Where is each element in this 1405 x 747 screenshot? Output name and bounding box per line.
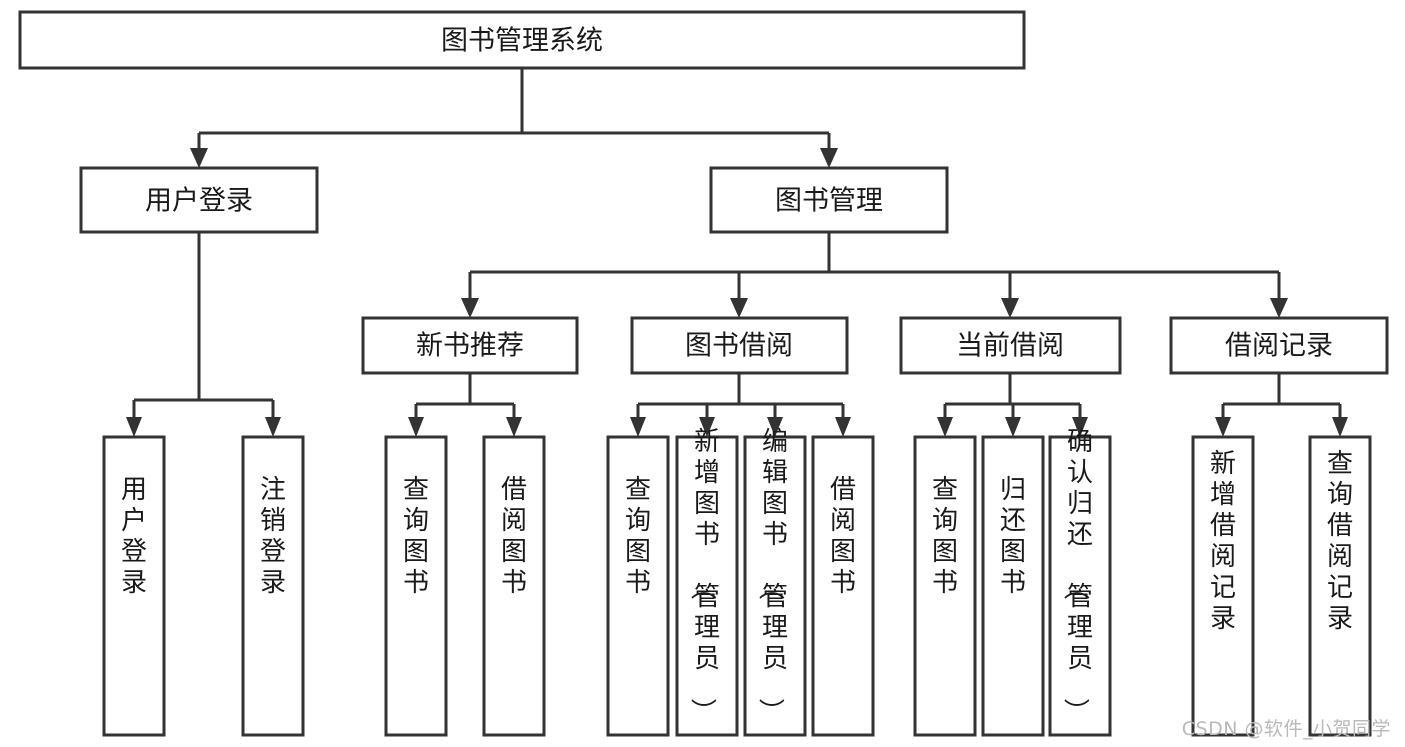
node-current[interactable]: 当前借阅 (899, 316, 1122, 375)
node-newbook-label: 新书推荐 (416, 331, 524, 362)
arrow-current-b3-icon (1072, 417, 1088, 437)
node-leaf-user-logout-label: 注销登录 (260, 475, 286, 598)
node-record[interactable]: 借阅记录 (1169, 316, 1389, 375)
node-leaf-query-record-box[interactable] (1308, 435, 1372, 737)
node-leaf-query-book-3-box[interactable] (913, 435, 977, 737)
node-leaf-confirm-return-box[interactable] (1048, 435, 1112, 737)
node-leaf-user-login[interactable]: 用户登录 (102, 435, 166, 737)
csdn-watermark: CSDN @软件_小贺同学 (1181, 718, 1391, 740)
node-leaf-add-book[interactable]: 新增图书（管理员） (675, 427, 739, 737)
node-leaf-user-login-box[interactable] (102, 435, 166, 737)
node-leaf-query-record-label: 查询借阅记录 (1327, 449, 1353, 634)
node-leaf-borrow-book-2-label: 借阅图书 (830, 475, 856, 598)
node-leaf-query-book-1-box[interactable] (384, 435, 448, 737)
node-current-label: 当前借阅 (956, 331, 1064, 362)
node-leaf-query-book-3-label: 查询图书 (932, 475, 958, 598)
node-leaf-add-record-box[interactable] (1191, 435, 1255, 737)
node-borrow[interactable]: 图书借阅 (630, 316, 849, 375)
arrow-current-b1-icon (937, 417, 953, 437)
node-newbook[interactable]: 新书推荐 (361, 316, 579, 375)
arrow-borrow-b2-icon (699, 417, 715, 437)
arrow-root-to-bookmgmt-icon (820, 148, 838, 168)
node-leaf-confirm-return[interactable]: 确认归还（管理员） (1048, 427, 1112, 737)
node-record-box[interactable] (1169, 316, 1389, 375)
arrow-newbook-b2-icon (506, 417, 522, 437)
edge-group-root (190, 68, 838, 168)
node-login-label: 用户登录 (145, 186, 253, 217)
node-leaf-borrow-book-1-label: 借阅图书 (501, 475, 527, 598)
node-leaf-query-book-2[interactable]: 查询图书 (606, 435, 670, 737)
node-leaf-edit-book[interactable]: 编辑图书（管理员） (743, 427, 807, 737)
node-leaf-add-book-label: 新增图书（管理员） (687, 427, 720, 724)
node-bookmgmt-label: 图书管理 (775, 186, 883, 217)
arrow-borrow-b3-icon (767, 417, 783, 437)
arrow-bookmgmt-c4-icon (1270, 298, 1288, 318)
node-bookmgmt[interactable]: 图书管理 (709, 166, 949, 234)
node-login-box[interactable] (79, 166, 319, 234)
arrow-login-b2-icon (265, 417, 281, 437)
node-leaf-query-book-1[interactable]: 查询图书 (384, 435, 448, 737)
edge-group-current (937, 373, 1088, 437)
node-borrow-label: 图书借阅 (685, 331, 793, 362)
node-leaf-user-logout-box[interactable] (241, 435, 305, 737)
node-login[interactable]: 用户登录 (79, 166, 319, 234)
node-leaf-user-login-label: 用户登录 (121, 475, 147, 598)
node-leaf-return-book[interactable]: 归还图书 (981, 435, 1045, 737)
node-leaf-borrow-book-1-box[interactable] (482, 435, 546, 737)
arrow-record-b2-icon (1332, 417, 1348, 437)
node-root-box[interactable] (18, 10, 1026, 70)
edge-group-bookmgmt (461, 232, 1288, 318)
edge-group-borrow (630, 373, 851, 437)
edge-group-newbook (408, 373, 522, 437)
arrow-current-b2-icon (1005, 417, 1021, 437)
node-leaf-query-book-1-label: 查询图书 (403, 475, 429, 598)
node-leaf-query-book-2-label: 查询图书 (625, 475, 651, 598)
node-leaf-confirm-return-label: 确认归还（管理员） (1060, 427, 1093, 724)
arrow-record-b1-icon (1215, 417, 1231, 437)
node-root[interactable]: 图书管理系统 (18, 10, 1026, 70)
arrow-bookmgmt-c2-icon (730, 298, 748, 318)
node-leaf-borrow-book-2-box[interactable] (811, 435, 875, 737)
node-leaf-return-book-box[interactable] (981, 435, 1045, 737)
node-leaf-borrow-book-1[interactable]: 借阅图书 (482, 435, 546, 737)
arrow-bookmgmt-c3-icon (1001, 298, 1019, 318)
node-record-label: 借阅记录 (1225, 331, 1333, 362)
node-leaf-user-logout[interactable]: 注销登录 (241, 435, 305, 737)
node-leaf-add-record[interactable]: 新增借阅记录 (1191, 435, 1255, 737)
arrow-bookmgmt-c1-icon (461, 298, 479, 318)
node-borrow-box[interactable] (630, 316, 849, 375)
node-leaf-return-book-label: 归还图书 (1000, 475, 1026, 598)
edge-group-login (126, 232, 281, 437)
node-newbook-box[interactable] (361, 316, 579, 375)
node-leaf-edit-book-label: 编辑图书（管理员） (755, 427, 788, 724)
node-leaf-add-book-box[interactable] (675, 435, 739, 737)
arrow-login-b1-icon (126, 417, 142, 437)
arrow-root-to-login-icon (190, 148, 208, 168)
node-leaf-query-record[interactable]: 查询借阅记录 (1308, 435, 1372, 737)
node-leaf-query-book-3[interactable]: 查询图书 (913, 435, 977, 737)
arrow-borrow-b4-icon (835, 417, 851, 437)
node-bookmgmt-box[interactable] (709, 166, 949, 234)
node-leaf-edit-book-box[interactable] (743, 435, 807, 737)
node-root-label: 图书管理系统 (441, 26, 603, 57)
edge-group-record (1215, 373, 1348, 437)
node-leaf-borrow-book-2[interactable]: 借阅图书 (811, 435, 875, 737)
node-leaf-query-book-2-box[interactable] (606, 435, 670, 737)
arrow-newbook-b1-icon (408, 417, 424, 437)
node-leaf-add-record-label: 新增借阅记录 (1210, 449, 1236, 634)
arrow-borrow-b1-icon (630, 417, 646, 437)
node-current-box[interactable] (899, 316, 1122, 375)
